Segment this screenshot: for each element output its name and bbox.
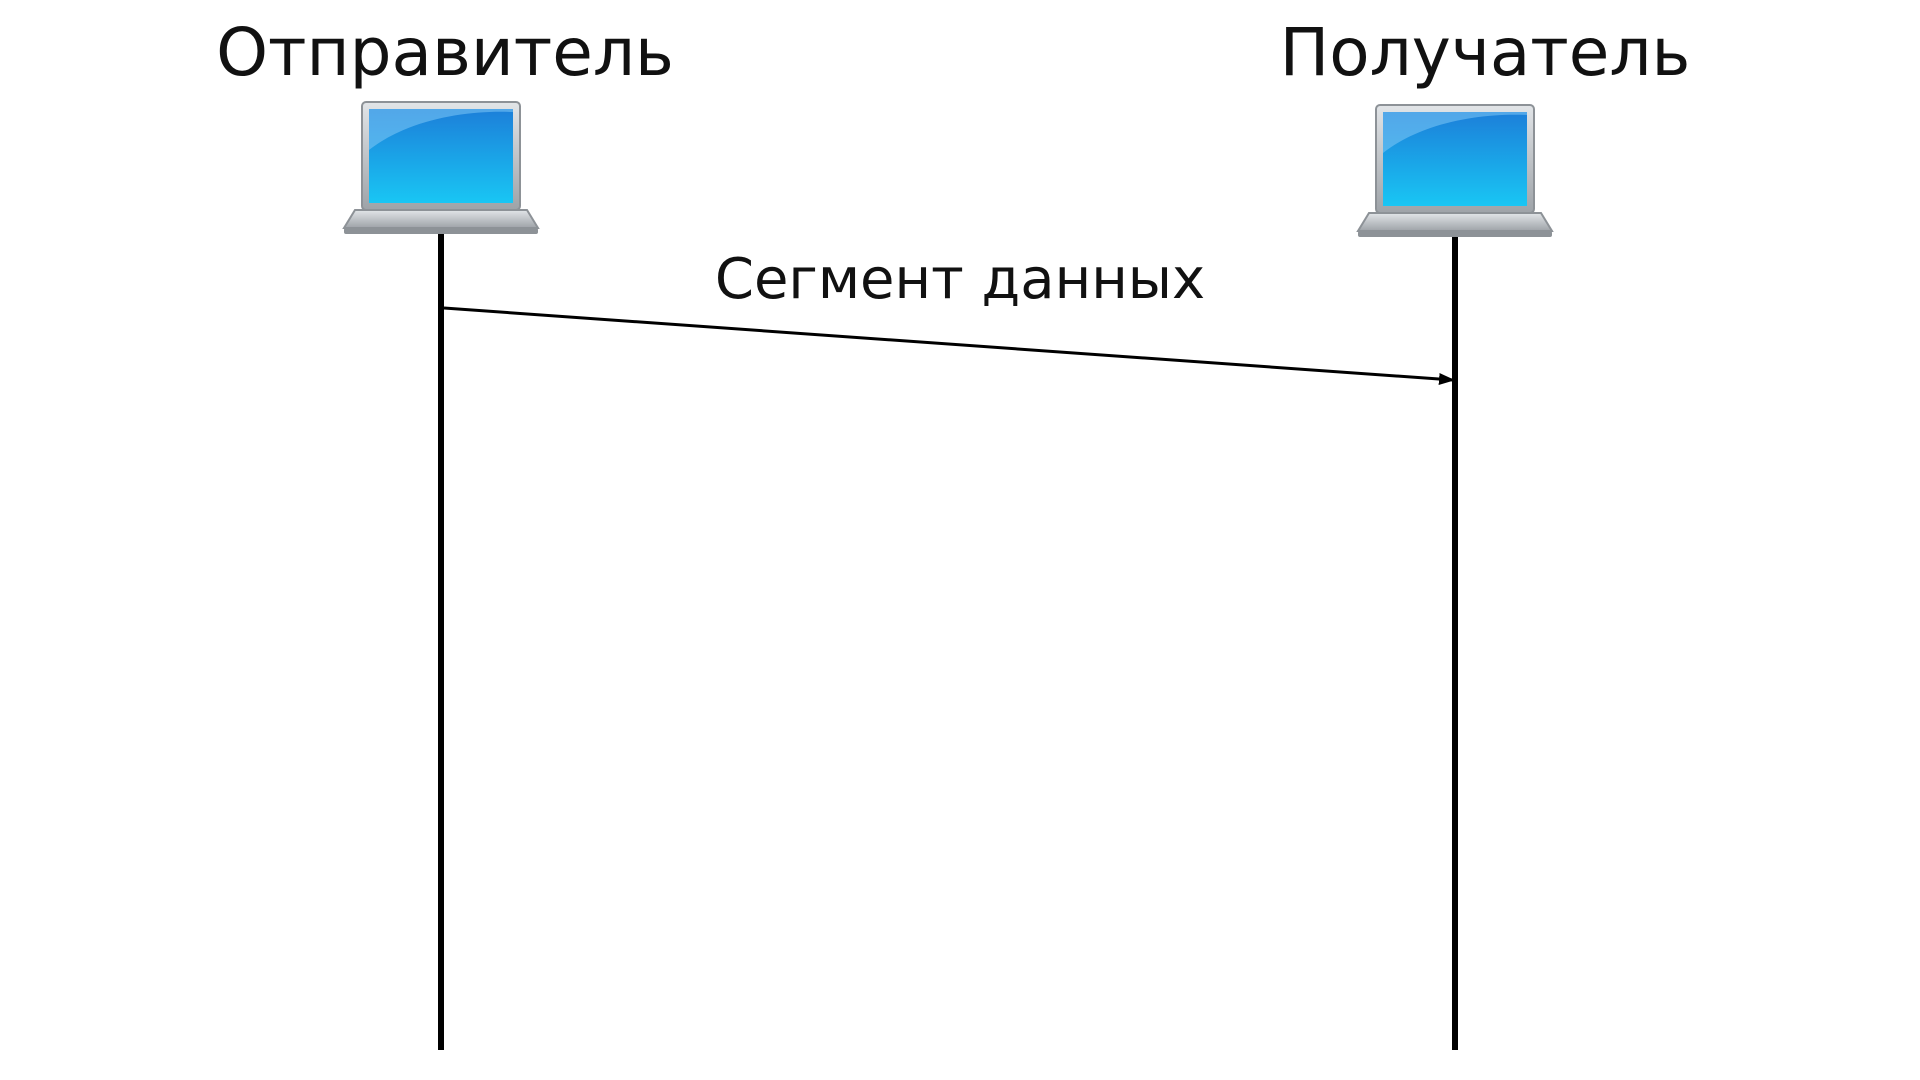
- receiver-label: Получатель: [1279, 14, 1691, 91]
- receiver-laptop-icon: [1356, 104, 1554, 237]
- message-arrow: [443, 306, 1455, 385]
- message-label: Сегмент данных: [714, 247, 1206, 312]
- sender-label: Отправитель: [216, 14, 674, 91]
- sender-laptop-icon: [342, 101, 540, 234]
